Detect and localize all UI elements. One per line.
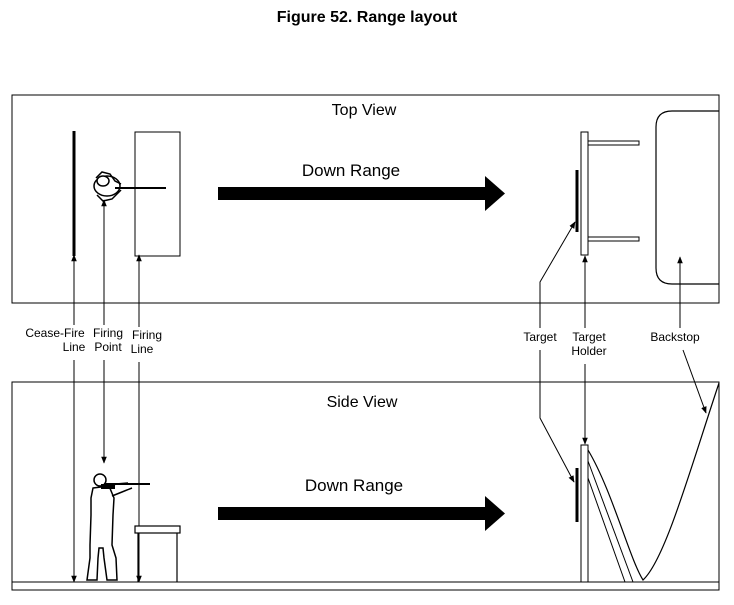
side-down-range-label: Down Range	[305, 476, 403, 495]
top-firing-line-table	[134, 131, 181, 257]
backstop-label: Backstop	[650, 330, 700, 344]
callout-labels: Cease-Fire Line Firing Point Firing Line…	[25, 326, 700, 358]
target-leader-down	[539, 350, 575, 483]
side-target-holder	[580, 444, 589, 583]
top-view-panel: Top View Down Range	[11, 94, 720, 304]
target-holder-label-line2: Holder	[571, 344, 606, 358]
top-holder-leg-lower	[587, 236, 640, 242]
target-leader-up	[539, 221, 576, 328]
top-down-range-label: Down Range	[302, 161, 400, 180]
target-holder-label-line1: Target	[572, 330, 606, 344]
top-backstop	[655, 110, 719, 285]
side-firing-line-table	[134, 525, 181, 582]
side-holder-brace-a	[587, 460, 634, 583]
side-view-title: Side View	[327, 394, 398, 411]
firing-line-label-line2: Line	[131, 342, 154, 356]
side-holder-brace-b	[587, 477, 626, 583]
side-backstop	[587, 382, 720, 581]
firing-line-label-line1: Firing	[132, 328, 162, 342]
callout-leaders	[71, 199, 707, 583]
figure-title: Figure 52. Range layout	[276, 9, 458, 26]
top-down-range-arrow	[218, 176, 505, 211]
cease-fire-label-line2: Line	[63, 340, 86, 354]
firing-point-label-line2: Point	[94, 340, 122, 354]
shooter-side-icon	[86, 473, 150, 581]
side-view-panel: Side View Down Range	[11, 381, 720, 591]
target-label: Target	[523, 330, 557, 344]
top-holder-leg-upper	[587, 140, 640, 146]
top-target-holder	[580, 131, 589, 256]
shooter-top-icon	[93, 171, 166, 202]
firing-point-label-line1: Firing	[93, 326, 123, 340]
cease-fire-label-line1: Cease-Fire	[25, 326, 85, 340]
top-view-title: Top View	[332, 102, 397, 119]
side-down-range-arrow	[218, 496, 505, 531]
